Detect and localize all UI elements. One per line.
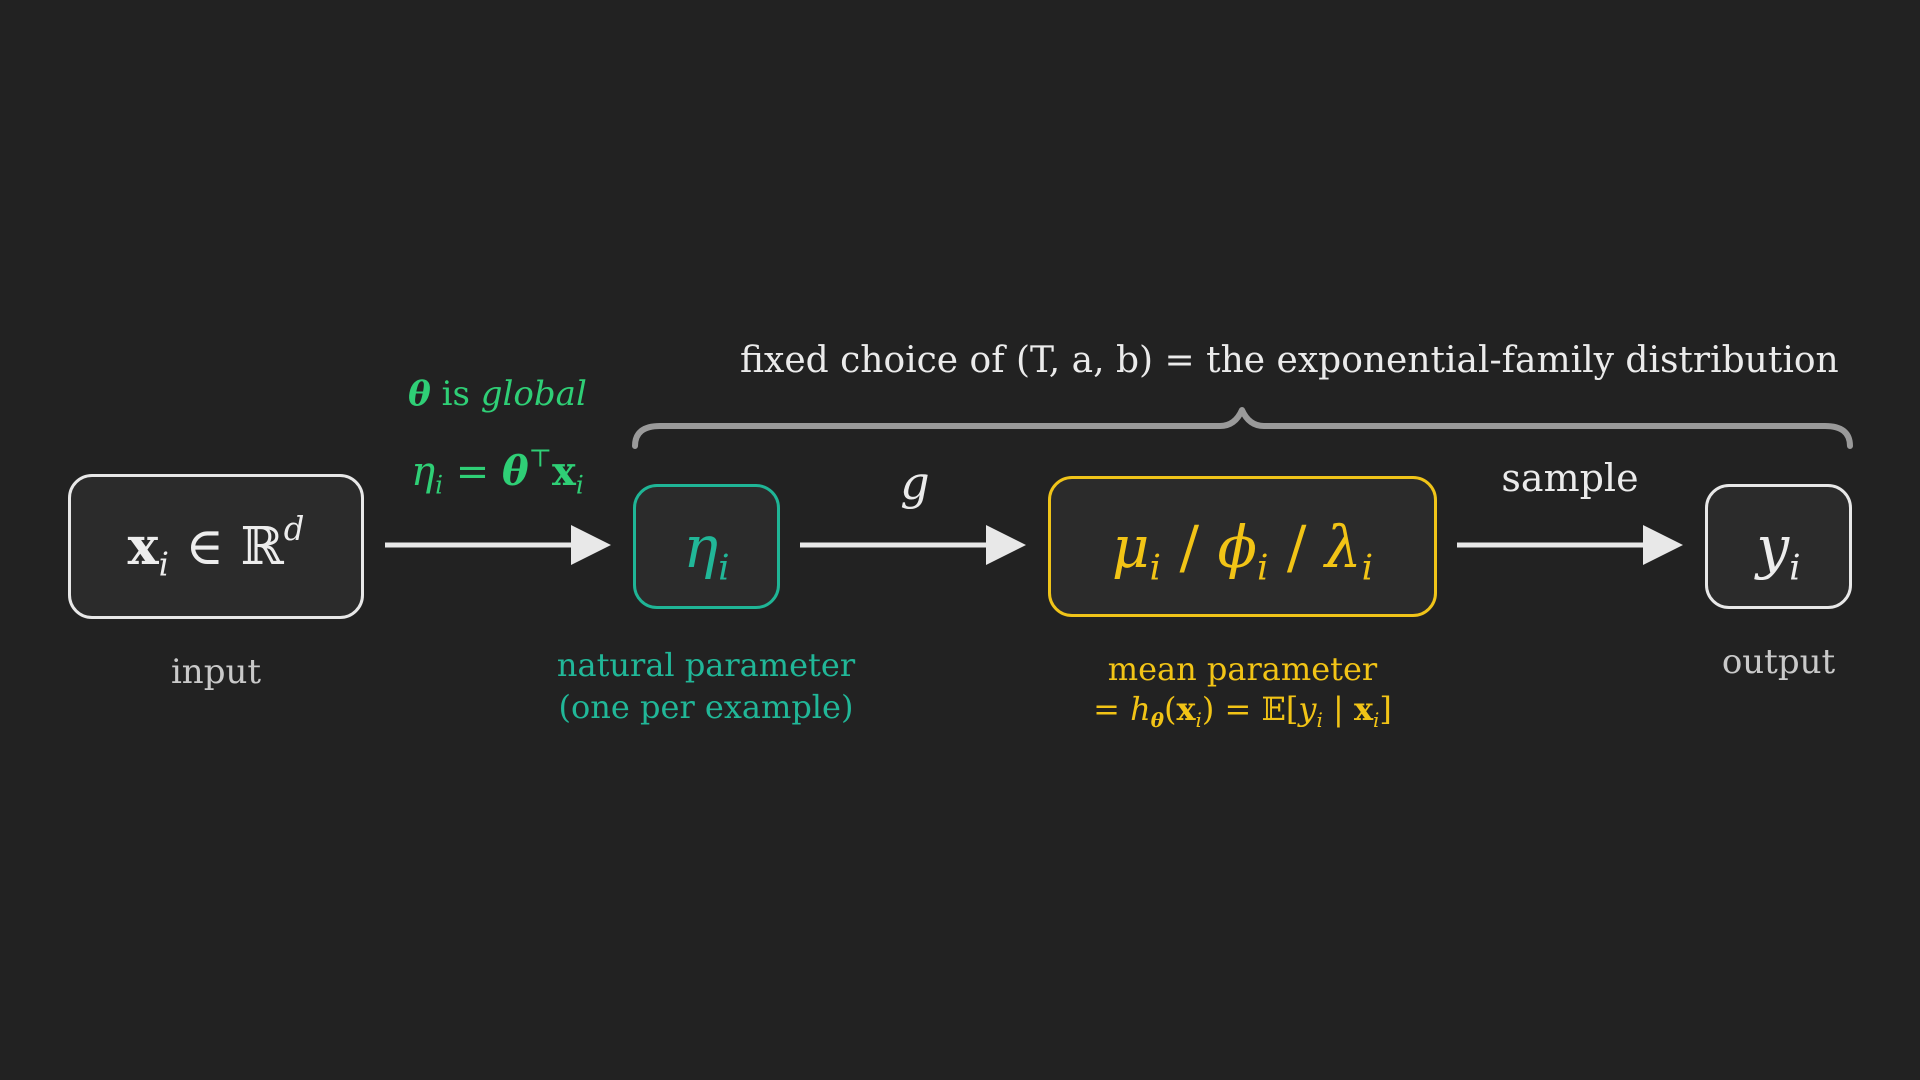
is-word: is [441,374,470,414]
eta-symbol: η [683,512,719,581]
arrow-input-to-natural [385,525,611,565]
eta-eq-x-subscript: i [575,470,584,500]
slash-1: / [1179,512,1199,581]
mean-y: y [1298,690,1317,728]
mean-caption-line2: = hθ(xi) = 𝔼[yi | xi] [1030,690,1455,730]
given-bar: | [1332,690,1344,728]
mean-eq2: = [1224,690,1252,728]
paren-open: ( [1163,690,1177,728]
mean-x2-subscript: i [1373,708,1380,732]
slash-2: / [1286,512,1307,581]
paren-close: ) [1201,690,1215,728]
eta-eq-symbol: η [411,449,436,495]
theta-global-note: θ is global [370,374,625,414]
mean-x: x [1176,690,1196,728]
brace-label: fixed choice of (T, a, b) = the exponent… [740,340,1839,381]
mean-caption-line1: mean parameter [1107,650,1378,688]
mean-y-subscript: i [1316,708,1323,732]
eta-subscript: i [718,547,730,589]
input-superscript: d [283,509,305,548]
h-subscript: θ [1150,707,1164,732]
y-subscript: i [1789,547,1801,589]
lambda-subscript: i [1361,547,1374,589]
global-word: global [480,374,587,414]
curly-brace [632,407,1853,449]
natural-parameter-box: ηi [633,484,780,609]
arrow-mean-to-output [1457,525,1683,565]
input-box: xi ∈ ℝd [68,474,364,619]
y-symbol: y [1756,512,1790,581]
bracket-close: ] [1379,690,1392,728]
input-formula: xi ∈ ℝd [127,513,305,581]
input-caption: input [170,652,262,692]
eta-eq-subscript: i [435,470,444,500]
natural-caption-line1: natural parameter [556,646,856,684]
eta-eq-theta: θ [502,448,529,495]
mean-formula: μi / ϕi / λi [1111,512,1373,586]
mu-subscript: i [1149,547,1162,589]
input-space: ℝ [240,517,284,577]
mean-eq1: = [1093,690,1120,728]
eta-eq-transpose: ⊤ [528,443,553,473]
expectation-symbol: 𝔼 [1261,690,1286,728]
phi-symbol: ϕ [1217,512,1257,581]
output-caption: output [1721,642,1836,682]
output-formula: yi [1756,512,1800,586]
phi-subscript: i [1256,547,1269,589]
sample-label: sample [1501,456,1639,500]
input-relation: ∈ [185,517,224,577]
mean-x2: x [1353,690,1374,728]
bracket-open: [ [1285,690,1299,728]
arrow-natural-to-mean [800,525,1026,565]
mu-symbol: μ [1111,512,1150,581]
input-x-subscript: i [158,545,169,584]
eta-eq-x: x [552,448,576,495]
input-x-symbol: x [127,516,159,577]
eta-eq-equals: = [455,449,490,495]
lambda-symbol: λ [1324,512,1362,581]
natural-formula: ηi [683,512,729,586]
link-function-label: g [900,456,930,510]
output-box: yi [1705,484,1852,609]
theta-symbol: θ [408,374,431,414]
mean-x-subscript: i [1195,708,1202,732]
natural-caption-line2: (one per example) [558,688,854,726]
eta-equation: ηi = θ⊤xi [370,446,625,498]
h-symbol: h [1130,690,1151,728]
mean-parameter-box: μi / ϕi / λi [1048,476,1437,617]
